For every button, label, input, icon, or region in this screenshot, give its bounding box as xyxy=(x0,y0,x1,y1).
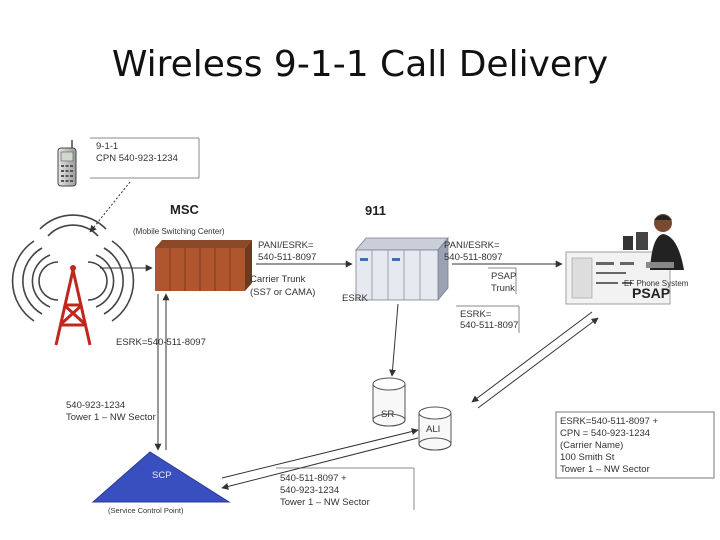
scp-subtitle: (Service Control Point) xyxy=(108,506,184,515)
msc-name: MSC xyxy=(170,202,199,217)
esrk-box-line2: 540-511-8097 xyxy=(460,320,519,331)
carrier-trunk-line2: (SS7 or CAMA) xyxy=(250,287,316,298)
psap-trunk-line2: Trunk xyxy=(491,283,515,294)
psap-trunk-line1: PSAP xyxy=(491,271,517,282)
arrow-phone-to-tower xyxy=(89,181,131,233)
ali-database-icon xyxy=(418,406,452,451)
scp-box-line1: 540-511-8097 + xyxy=(280,473,347,484)
esrk-label: ESRK xyxy=(342,293,368,304)
pani-right-line2: 540-511-8097 xyxy=(444,252,503,263)
arrow-router-to-sr xyxy=(389,303,399,377)
router-911-label: 911 xyxy=(365,203,386,218)
sr-database-icon xyxy=(372,377,406,427)
tower-info-line1: 540-923-1234 xyxy=(66,400,126,411)
ali-box-line1: ESRK=540-511-8097 + xyxy=(560,416,659,427)
selective-router-icon xyxy=(355,236,449,302)
operator-icon xyxy=(623,214,684,270)
tower-info-line2: Tower 1 – NW Sector xyxy=(66,412,156,423)
carrier-trunk-line1: Carrier Trunk xyxy=(250,274,306,285)
ali-response-box xyxy=(555,411,715,479)
sr-db-label: SR xyxy=(381,409,395,420)
esrk-tower-label: ESRK=540-511-8097 xyxy=(116,337,206,348)
pani-right-line1: PANI/ESRK= xyxy=(444,240,500,251)
esrk-box xyxy=(456,305,520,333)
scp-icon xyxy=(91,451,231,503)
pani-left-line2: 540-511-8097 xyxy=(258,252,317,263)
psap-console-text: EF Phone System xyxy=(624,279,689,288)
phone-dial-label: 9-1-1 xyxy=(96,141,119,152)
ali-box-line3: (Carrier Name) xyxy=(560,440,624,451)
ali-db-label: ALI xyxy=(426,424,441,435)
ali-box-line4: 100 Smith St xyxy=(560,452,615,463)
msc-switch-icon xyxy=(155,240,252,291)
cell-tower-icon xyxy=(11,214,135,346)
arrow-psap-to-ali xyxy=(471,311,593,403)
slide-title: Wireless 9-1-1 Call Delivery xyxy=(111,44,609,85)
esrk-box-line1: ESRK= xyxy=(460,309,492,320)
scp-box-line3: Tower 1 – NW Sector xyxy=(280,497,370,508)
arrow-ali-to-scp xyxy=(221,437,419,490)
msc-subtitle: (Mobile Switching Center) xyxy=(133,227,225,236)
psap-name: PSAP xyxy=(632,285,671,301)
scp-box-line2: 540-923-1234 xyxy=(280,485,340,496)
ali-box-line2: CPN = 540-923-1234 xyxy=(560,428,651,439)
ali-box-line5: Tower 1 – NW Sector xyxy=(560,464,650,475)
phone-cpn-label: CPN 540-923-1234 xyxy=(96,153,178,164)
cell-phone-icon xyxy=(57,140,77,187)
scp-name: SCP xyxy=(152,470,172,481)
arrow-ali-to-psap xyxy=(477,317,599,409)
phone-box xyxy=(90,137,200,179)
psap-trunk-bracket xyxy=(488,267,517,294)
arrow-scp-to-ali xyxy=(221,428,419,479)
pani-left-line1: PANI/ESRK= xyxy=(258,240,314,251)
arrows xyxy=(89,181,599,490)
